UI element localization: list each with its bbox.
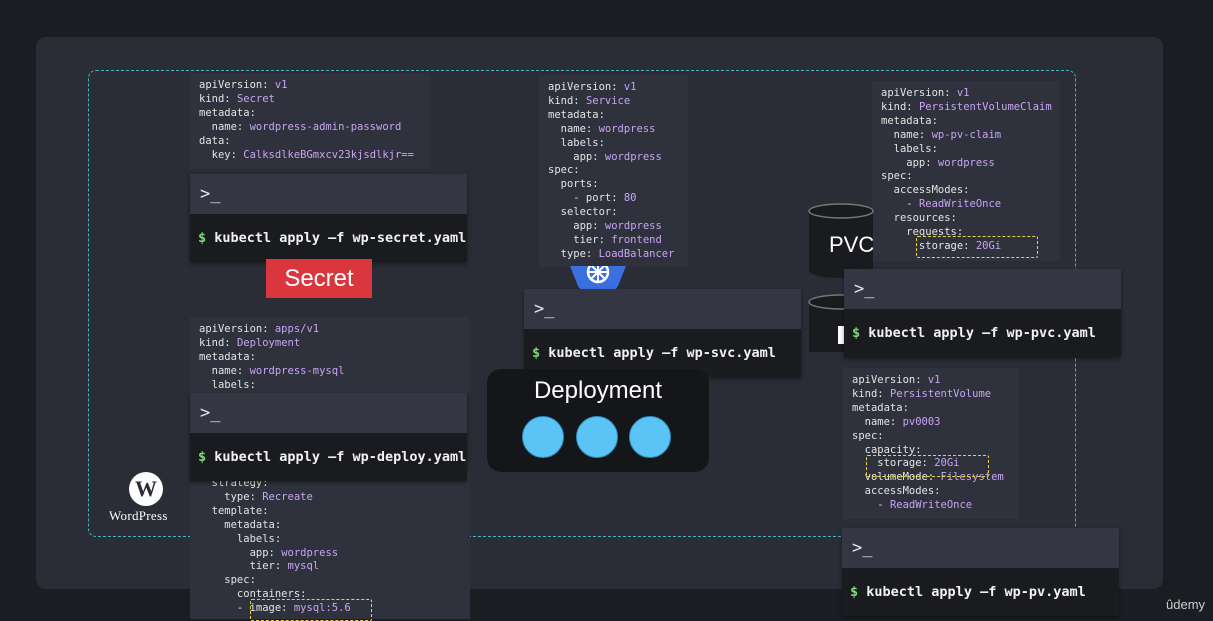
pvc-storage-highlight (916, 236, 1038, 258)
secret-command: $ kubectl apply –f wp-secret.yaml (198, 230, 467, 246)
yaml-line: metadata: (852, 401, 909, 414)
wordpress-wordmark: WordPress (109, 508, 168, 523)
yaml-line: labels: (199, 532, 282, 545)
yaml-line: apiVersion: apps/v1 (199, 323, 320, 335)
yaml-line: spec: (852, 429, 884, 442)
secret-terminal[interactable]: >_ $ kubectl apply –f wp-secret.yaml (190, 174, 467, 262)
yaml-line: name: pv0003 (852, 415, 941, 428)
yaml-line: template: (199, 504, 269, 517)
yaml-line: app: wordpress (548, 150, 662, 163)
yaml-line: labels: (881, 142, 938, 155)
pvc-terminal[interactable]: >_ $ kubectl apply –f wp-pvc.yaml (844, 269, 1121, 357)
yaml-line: type: LoadBalancer (548, 247, 675, 260)
terminal-prompt-icon: >_ (844, 269, 1121, 309)
yaml-line: - ReadWriteOnce (881, 198, 1002, 211)
pod-icon (576, 416, 618, 458)
yaml-line: apiVersion: v1 (881, 87, 970, 99)
yaml-line: containers: (199, 588, 307, 601)
pv-terminal[interactable]: >_ $ kubectl apply –f wp-pv.yaml (842, 528, 1119, 616)
pvc-label: PVC (829, 232, 875, 257)
yaml-line: resources: (881, 212, 957, 225)
yaml-line: requests: (881, 226, 964, 239)
deployment-yaml-bottom: strategy: type: Recreate template: metad… (190, 471, 470, 619)
yaml-line: spec: (199, 574, 256, 587)
deployment-label: Deployment (533, 377, 663, 404)
yaml-line: app: wordpress (881, 156, 995, 169)
udemy-watermark: ûdemy (1166, 597, 1206, 612)
yaml-line: kind: Service (548, 94, 631, 107)
secret-object: Secret (266, 259, 372, 298)
yaml-line: kind: PersistentVolumeClaim (881, 100, 1052, 113)
yaml-line: name: wp-pv-claim (881, 128, 1002, 141)
yaml-line: name: wordpress-admin-password (199, 120, 402, 133)
image-highlight (250, 599, 372, 621)
yaml-line: type: Recreate (199, 490, 313, 503)
yaml-line: storage: 20Gi (881, 239, 1002, 252)
yaml-line: name: wordpress (548, 122, 656, 135)
yaml-line: tier: mysql (199, 560, 320, 573)
yaml-line: selector: (548, 206, 618, 219)
pvc-cylinder-icon (808, 203, 874, 278)
yaml-line: name: wordpress-mysql (199, 364, 345, 377)
yaml-line: key: CalksdlkeBGmxcv23kjsdlkjr== (199, 148, 414, 161)
yaml-line: apiVersion: v1 (199, 79, 288, 91)
yaml-line: - image: mysql:5.6 (199, 602, 351, 615)
pod-icon (522, 416, 564, 458)
yaml-line: accessModes: (881, 184, 970, 197)
yaml-line: kind: Secret (199, 92, 275, 105)
yaml-line: labels: (548, 136, 605, 149)
deploy-command: $ kubectl apply –f wp-deploy.yaml (198, 449, 467, 465)
yaml-line: metadata: (199, 350, 256, 363)
yaml-line: data: (199, 134, 231, 147)
yaml-line: - ReadWriteOnce (852, 499, 973, 512)
yaml-line: spec: (548, 164, 580, 177)
terminal-prompt-icon: >_ (842, 528, 1119, 568)
yaml-line: metadata: (881, 114, 938, 127)
yaml-line: accessModes: (852, 485, 941, 498)
yaml-line: app: wordpress (548, 220, 662, 233)
yaml-line: spec: (881, 170, 913, 183)
yaml-line: metadata: (199, 518, 282, 531)
pv-storage-highlight (866, 455, 989, 477)
yaml-line: tier: frontend (548, 233, 662, 246)
terminal-prompt-icon: >_ (190, 393, 467, 433)
yaml-line: storage: 20Gi (852, 457, 960, 470)
svc-command: $ kubectl apply –f wp-svc.yaml (532, 345, 776, 361)
yaml-line: metadata: (548, 108, 605, 121)
yaml-line: app: wordpress (199, 546, 339, 559)
yaml-line: volumeMode: Filesystem (852, 471, 1004, 484)
yaml-line: metadata: (199, 106, 256, 119)
pod-icon (629, 416, 671, 458)
pvc-command: $ kubectl apply –f wp-pvc.yaml (852, 325, 1096, 341)
terminal-prompt-icon: >_ (524, 289, 801, 329)
deploy-terminal[interactable]: >_ $ kubectl apply –f wp-deploy.yaml (190, 393, 467, 481)
yaml-line: apiVersion: v1 (852, 374, 941, 386)
yaml-line: - port: 80 (548, 192, 637, 205)
wordpress-logo-icon: W (129, 472, 163, 506)
yaml-line: ports: (548, 178, 599, 191)
deployment-object: Deployment (487, 369, 709, 472)
yaml-line: kind: Deployment (199, 336, 301, 349)
yaml-line: apiVersion: v1 (548, 81, 637, 93)
pv-command: $ kubectl apply –f wp-pv.yaml (850, 584, 1086, 600)
yaml-line: labels: (199, 378, 256, 391)
kubernetes-icon (570, 266, 626, 290)
yaml-line: capacity: (852, 443, 922, 456)
svc-terminal[interactable]: >_ $ kubectl apply –f wp-svc.yaml (524, 289, 801, 377)
terminal-prompt-icon: >_ (190, 174, 467, 214)
yaml-line: kind: PersistentVolume (852, 387, 992, 400)
